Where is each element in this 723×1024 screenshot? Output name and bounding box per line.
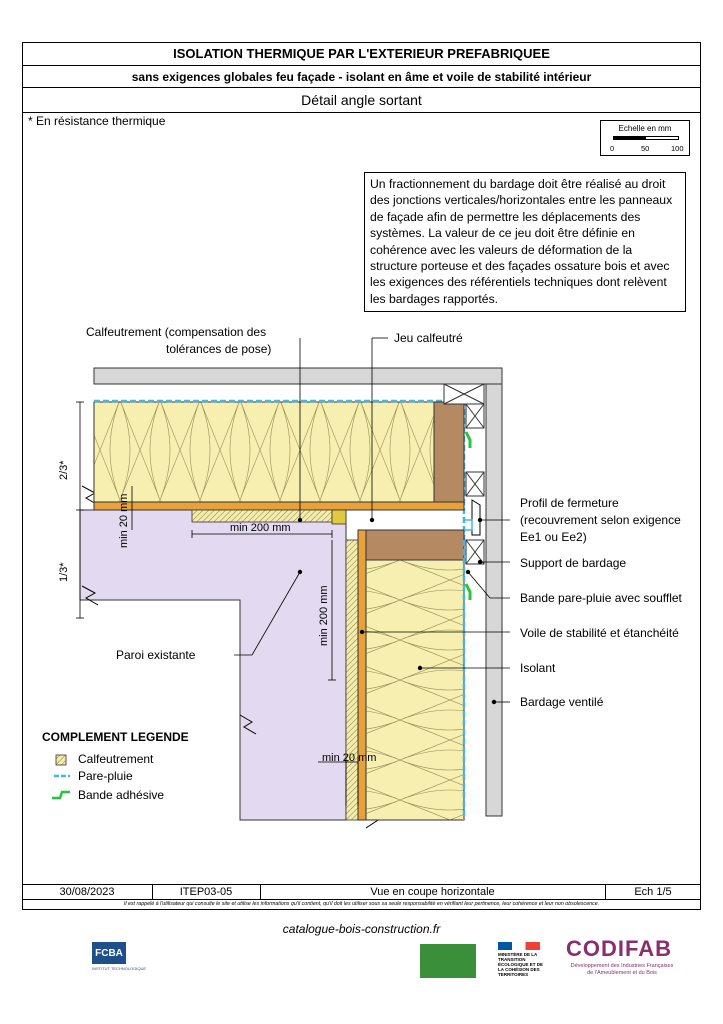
legend-item-calfeutrement: Calfeutrement — [78, 752, 154, 766]
calfeutrement-horizontal — [191, 509, 333, 523]
label-paroi-existante: Paroi existante — [116, 648, 196, 662]
dim-min200-vertical: min 200 mm — [318, 585, 330, 646]
scale-bar — [613, 136, 679, 140]
label-profil-2: (recouvrement selon exigence — [520, 513, 681, 527]
scale-tick-100: 100 — [671, 144, 684, 153]
fcba-logo: FCBA — [92, 942, 126, 964]
ministere-logo: MINISTÈRE DE LA TRANSITION ÉCOLOGIQUE ET… — [498, 952, 544, 977]
section-drawing — [52, 337, 510, 829]
france-bois-logo — [420, 944, 476, 978]
legend-item-pare-pluie: Pare-pluie — [78, 769, 133, 783]
website-link[interactable]: catalogue-bois-construction.fr — [282, 922, 441, 936]
dim-min20-bottom: min 20 mm — [322, 752, 377, 764]
dim-two-thirds: 2/3* — [58, 460, 70, 480]
insulation-vertical — [365, 559, 465, 821]
label-isolant: Isolant — [520, 661, 556, 675]
cladding-right — [485, 383, 503, 817]
detail-title: Détail angle sortant — [22, 88, 701, 113]
label-profil-1: Profil de fermeture — [520, 496, 619, 510]
footer-view: Vue en coupe horizontale — [370, 886, 495, 898]
dim-min20-vertical: min 20 mm — [118, 493, 130, 548]
footer-info-row: 30/08/2023 ITEP03-05 Vue en coupe horizo… — [22, 884, 701, 900]
label-support-bardage: Support de bardage — [520, 556, 627, 570]
scale-tick-0: 0 — [610, 144, 615, 153]
wood-post-horizontal — [433, 401, 465, 503]
voile-horizontal — [93, 501, 465, 511]
break-symbol — [81, 585, 99, 606]
scale-tick-50: 50 — [641, 144, 650, 153]
label-calfeutrement-1: Calfeutrement (compensation des — [86, 325, 267, 339]
footer-sheet: Ech 1/5 — [634, 886, 672, 898]
hatch-swatch-icon — [55, 754, 67, 766]
closing-profile — [471, 499, 481, 536]
voile-vertical — [357, 529, 367, 821]
legend-title: COMPLEMENT LEGENDE — [42, 730, 189, 744]
label-profil-3: Ee1 ou Ee2) — [520, 530, 587, 544]
sheet-title: ISOLATION THERMIQUE PAR L'EXTERIEUR PREF… — [22, 42, 701, 66]
insulation-horizontal — [93, 401, 435, 503]
dim-one-third: 1/3* — [58, 562, 70, 582]
codifab-sub-1: Développement des Industries Françaises — [570, 963, 674, 969]
wood-post-vertical — [365, 529, 465, 561]
break-symbol — [239, 714, 257, 735]
codifab-sub-2: de l'Ameublement et du Bois — [587, 970, 657, 976]
footer-disclaimer: Il est rappelé à l'utilisateur qui consu… — [123, 901, 600, 907]
info-note-box: Un fractionnement du bardage doit être r… — [364, 172, 686, 312]
footer-ref: ITEP03-05 — [179, 886, 233, 898]
adhesive-tape — [464, 583, 472, 600]
label-jeu-calfeutre: Jeu calfeutré — [394, 331, 463, 345]
legend-item-bande-adhesive: Bande adhésive — [78, 788, 165, 802]
thermal-note: * En résistance thermique — [28, 114, 166, 128]
green-tape-icon — [52, 790, 70, 800]
scale-label: Echelle en mm — [618, 124, 672, 133]
adhesive-tape — [464, 431, 472, 448]
dim-min200-horizontal: min 200 mm — [230, 522, 291, 534]
jeu-calfeutre — [331, 509, 347, 525]
label-calfeutrement-2: tolérances de pose) — [166, 342, 272, 356]
fcba-logo-sub: INSTITUT TECHNOLOGIQUE — [92, 966, 147, 971]
calfeutrement-vertical — [345, 539, 359, 821]
sheet-subtitle: sans exigences globales feu façade - iso… — [22, 66, 701, 88]
band-pare-pluie — [464, 519, 473, 531]
cladding-support — [443, 383, 485, 565]
drawing-frame — [22, 42, 701, 910]
label-bardage-ventile: Bardage ventilé — [520, 695, 604, 709]
footer-date: 30/08/2023 — [59, 886, 115, 898]
leader-lines — [234, 337, 510, 705]
cladding-top — [93, 367, 503, 385]
break-symbol — [81, 485, 99, 506]
codifab-logo: CODIFAB — [566, 936, 672, 961]
republique-francaise-flag-icon — [498, 942, 540, 950]
scale-box: Echelle en mm 0 50 100 — [600, 120, 690, 156]
label-bande-pare-pluie: Bande pare-pluie avec soufflet — [520, 591, 682, 605]
label-voile: Voile de stabilité et étanchéité — [520, 626, 679, 640]
